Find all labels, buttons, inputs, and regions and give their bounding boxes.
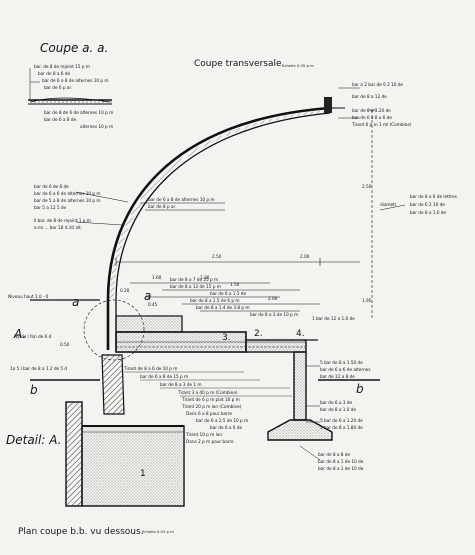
note-middle: Tirant 3 a 40 p m (Combine): [178, 391, 238, 396]
note-left: bar. de 8 de rejoint 15 p m: [34, 65, 90, 70]
note-middle: bar de 8 a 1.5 de 6 p m: [190, 299, 240, 304]
title-detail: Detail: A.: [6, 433, 62, 447]
note-right: bar de 6 a 6 de alternes: [320, 368, 371, 373]
dim-045: 0.45: [148, 303, 158, 308]
note-middle: bar de 6 a 1.5 de: [210, 292, 247, 297]
note-right: 1 bar de 12 a 1.0 de: [312, 317, 355, 322]
note-left: bar de 6 a 6 de alternes 10 p m: [34, 192, 101, 197]
dim-200: 2.00: [268, 297, 278, 302]
note-right: bar de 6 a 1.0 de: [410, 211, 447, 216]
right-slab: [245, 339, 307, 353]
left-foundation: [101, 354, 125, 415]
note-left: bar de 5 a 8 de alternes 10 p m: [34, 199, 101, 204]
note-middle: bar de 8 a 7 de 25 p m: [170, 278, 219, 283]
note-right: bar a 2 bar de 6 2 10 de: [352, 83, 404, 88]
detail-circle: [83, 299, 145, 361]
echelle-bottom: Echelle 0.01 p m: [142, 529, 174, 534]
note-middle: bar de 8 a 3 de 1 m: [160, 383, 202, 388]
title-coupe-transversale: Coupe transversale: [194, 59, 282, 69]
plan-region: [81, 425, 185, 507]
note-middle: bar de 6 a 8 de 15 p m: [140, 375, 189, 380]
note-left: ll bar. de 8 de rejoint 1 p m: [34, 219, 91, 224]
note-middle: bar de 6 a 8 de alternes 10 p m: [148, 198, 215, 203]
note-left: bar de 8 de 6 de alternes 10 p m: [44, 111, 114, 116]
note-middle: Tirant de 6 p m plat 10 p m: [182, 398, 240, 403]
dim-150: 1.50: [230, 283, 240, 288]
mark-b-left: b: [30, 383, 38, 397]
note-left: alternes 10 p m: [80, 125, 114, 130]
note-right: bar de 6 2 10 de: [410, 203, 445, 208]
note-middle: bar de 8 a 3 de 10 p m: [250, 313, 299, 318]
note-left: bar de 8 a 6 de: [38, 72, 71, 77]
note-right: 5 bar de 6 a 1.20 de: [320, 419, 363, 424]
note-middle: bar de 8 a 12 de 15 p m: [170, 285, 221, 290]
note-middle: bar de 8 p ar: [148, 205, 176, 210]
mark-4: 4.: [296, 329, 305, 339]
mark-A-ref: A.: [14, 327, 27, 341]
note-right: 5 bar de 8 a 1.50 de: [320, 361, 363, 366]
shell-hatch: [110, 110, 328, 300]
note-left: bar de 6 p ar: [44, 86, 72, 91]
note-right: bar de 8 a 6 de lettres: [410, 195, 457, 200]
note-right: Tirant 6 p m 1 ml (Combine): [352, 123, 412, 128]
mark-3: 3.: [222, 333, 231, 343]
note-right: bar de 8 a 1 de 10 de: [318, 460, 364, 465]
note-middle: bar de 6 a 6 de: [210, 426, 243, 431]
dim-160: 1.60: [152, 276, 162, 281]
cornice: [324, 97, 332, 113]
mark-a-left: a: [72, 295, 80, 309]
note-right: diametr: [380, 203, 397, 208]
dim-195: 1.95: [362, 299, 372, 304]
note-middle: bar de 8 a 1.4 de 3.8 p m: [196, 306, 250, 311]
note-right: bar de 12 a 8 de: [320, 375, 355, 380]
dim-span-right: 2.00: [300, 255, 310, 260]
note-left: bar de 6 a 8 de alternes 10 p m: [42, 79, 109, 84]
note-middle: Tirant 20 p m lon (Combine): [182, 405, 242, 410]
mark-a-right: a: [144, 289, 152, 303]
note-middle: Tirant de 8 a 6 de 10 p m: [124, 367, 178, 372]
mark-b-right: b: [356, 382, 364, 396]
shell-outer-curve: [106, 106, 331, 350]
shell-inner-curve: [115, 112, 331, 350]
note-right: bar de 6 a 3 de: [320, 401, 353, 406]
note-right: bar de 6 a 3.20 de: [352, 109, 391, 114]
dim-050: 0.50: [60, 343, 70, 348]
note-right: bar de 8 a 1.0 de: [320, 408, 357, 413]
right-footing: [267, 419, 333, 441]
note-left: a mi ... bar 18 d.10 alt.: [34, 226, 83, 231]
note-right: bar de 8 a 8 de: [318, 453, 351, 458]
note-middle: Dans 2 p m pour barre: [186, 440, 234, 445]
title-coupe-aa: Coupe a. a.: [40, 41, 109, 55]
note-left: 1a 5 l bar de 8 a 1.2 de 5 d: [10, 367, 68, 372]
mark-1: 1: [140, 469, 146, 479]
dim-120: 1.20: [200, 276, 210, 281]
note-left: Niveau haut 1.0 - 0: [8, 295, 49, 300]
note-right: bar de 8 a 12 de: [352, 95, 387, 100]
note-middle: Dans 6 a 8 pour barre: [186, 412, 232, 417]
plan-column: [65, 401, 83, 507]
note-left: bar 5 a 12 5 de: [34, 206, 67, 211]
note-left: bar de 6 a 8 de: [44, 118, 77, 123]
note-middle: Tirant 10 p m lon: [186, 433, 223, 438]
dim-span: 2.50: [212, 255, 222, 260]
note-right: bar de 6 a 8 a 6 de: [352, 116, 392, 121]
title-plan-coupe: Plan coupe b.b. vu dessous.: [18, 527, 144, 537]
mark-2: 2.: [254, 329, 263, 339]
note-left: Ny de l fon de 6 d: [14, 335, 52, 340]
right-column: [293, 351, 307, 421]
echelle-top: Echelle 0.05 p m: [282, 63, 314, 68]
dim-height: 2.50: [362, 185, 372, 190]
note-right: bar de 8 a 1 de 10 de: [318, 467, 364, 472]
dim-020: 0.20: [120, 289, 130, 294]
note-middle: bar de 6 a 2.5 de 10 p m: [196, 419, 249, 424]
upper-step: [115, 315, 183, 333]
note-left: bar de 6 de 6 de: [34, 185, 69, 190]
note-right: 5 bar de 8 a 1.80 de: [320, 426, 363, 431]
